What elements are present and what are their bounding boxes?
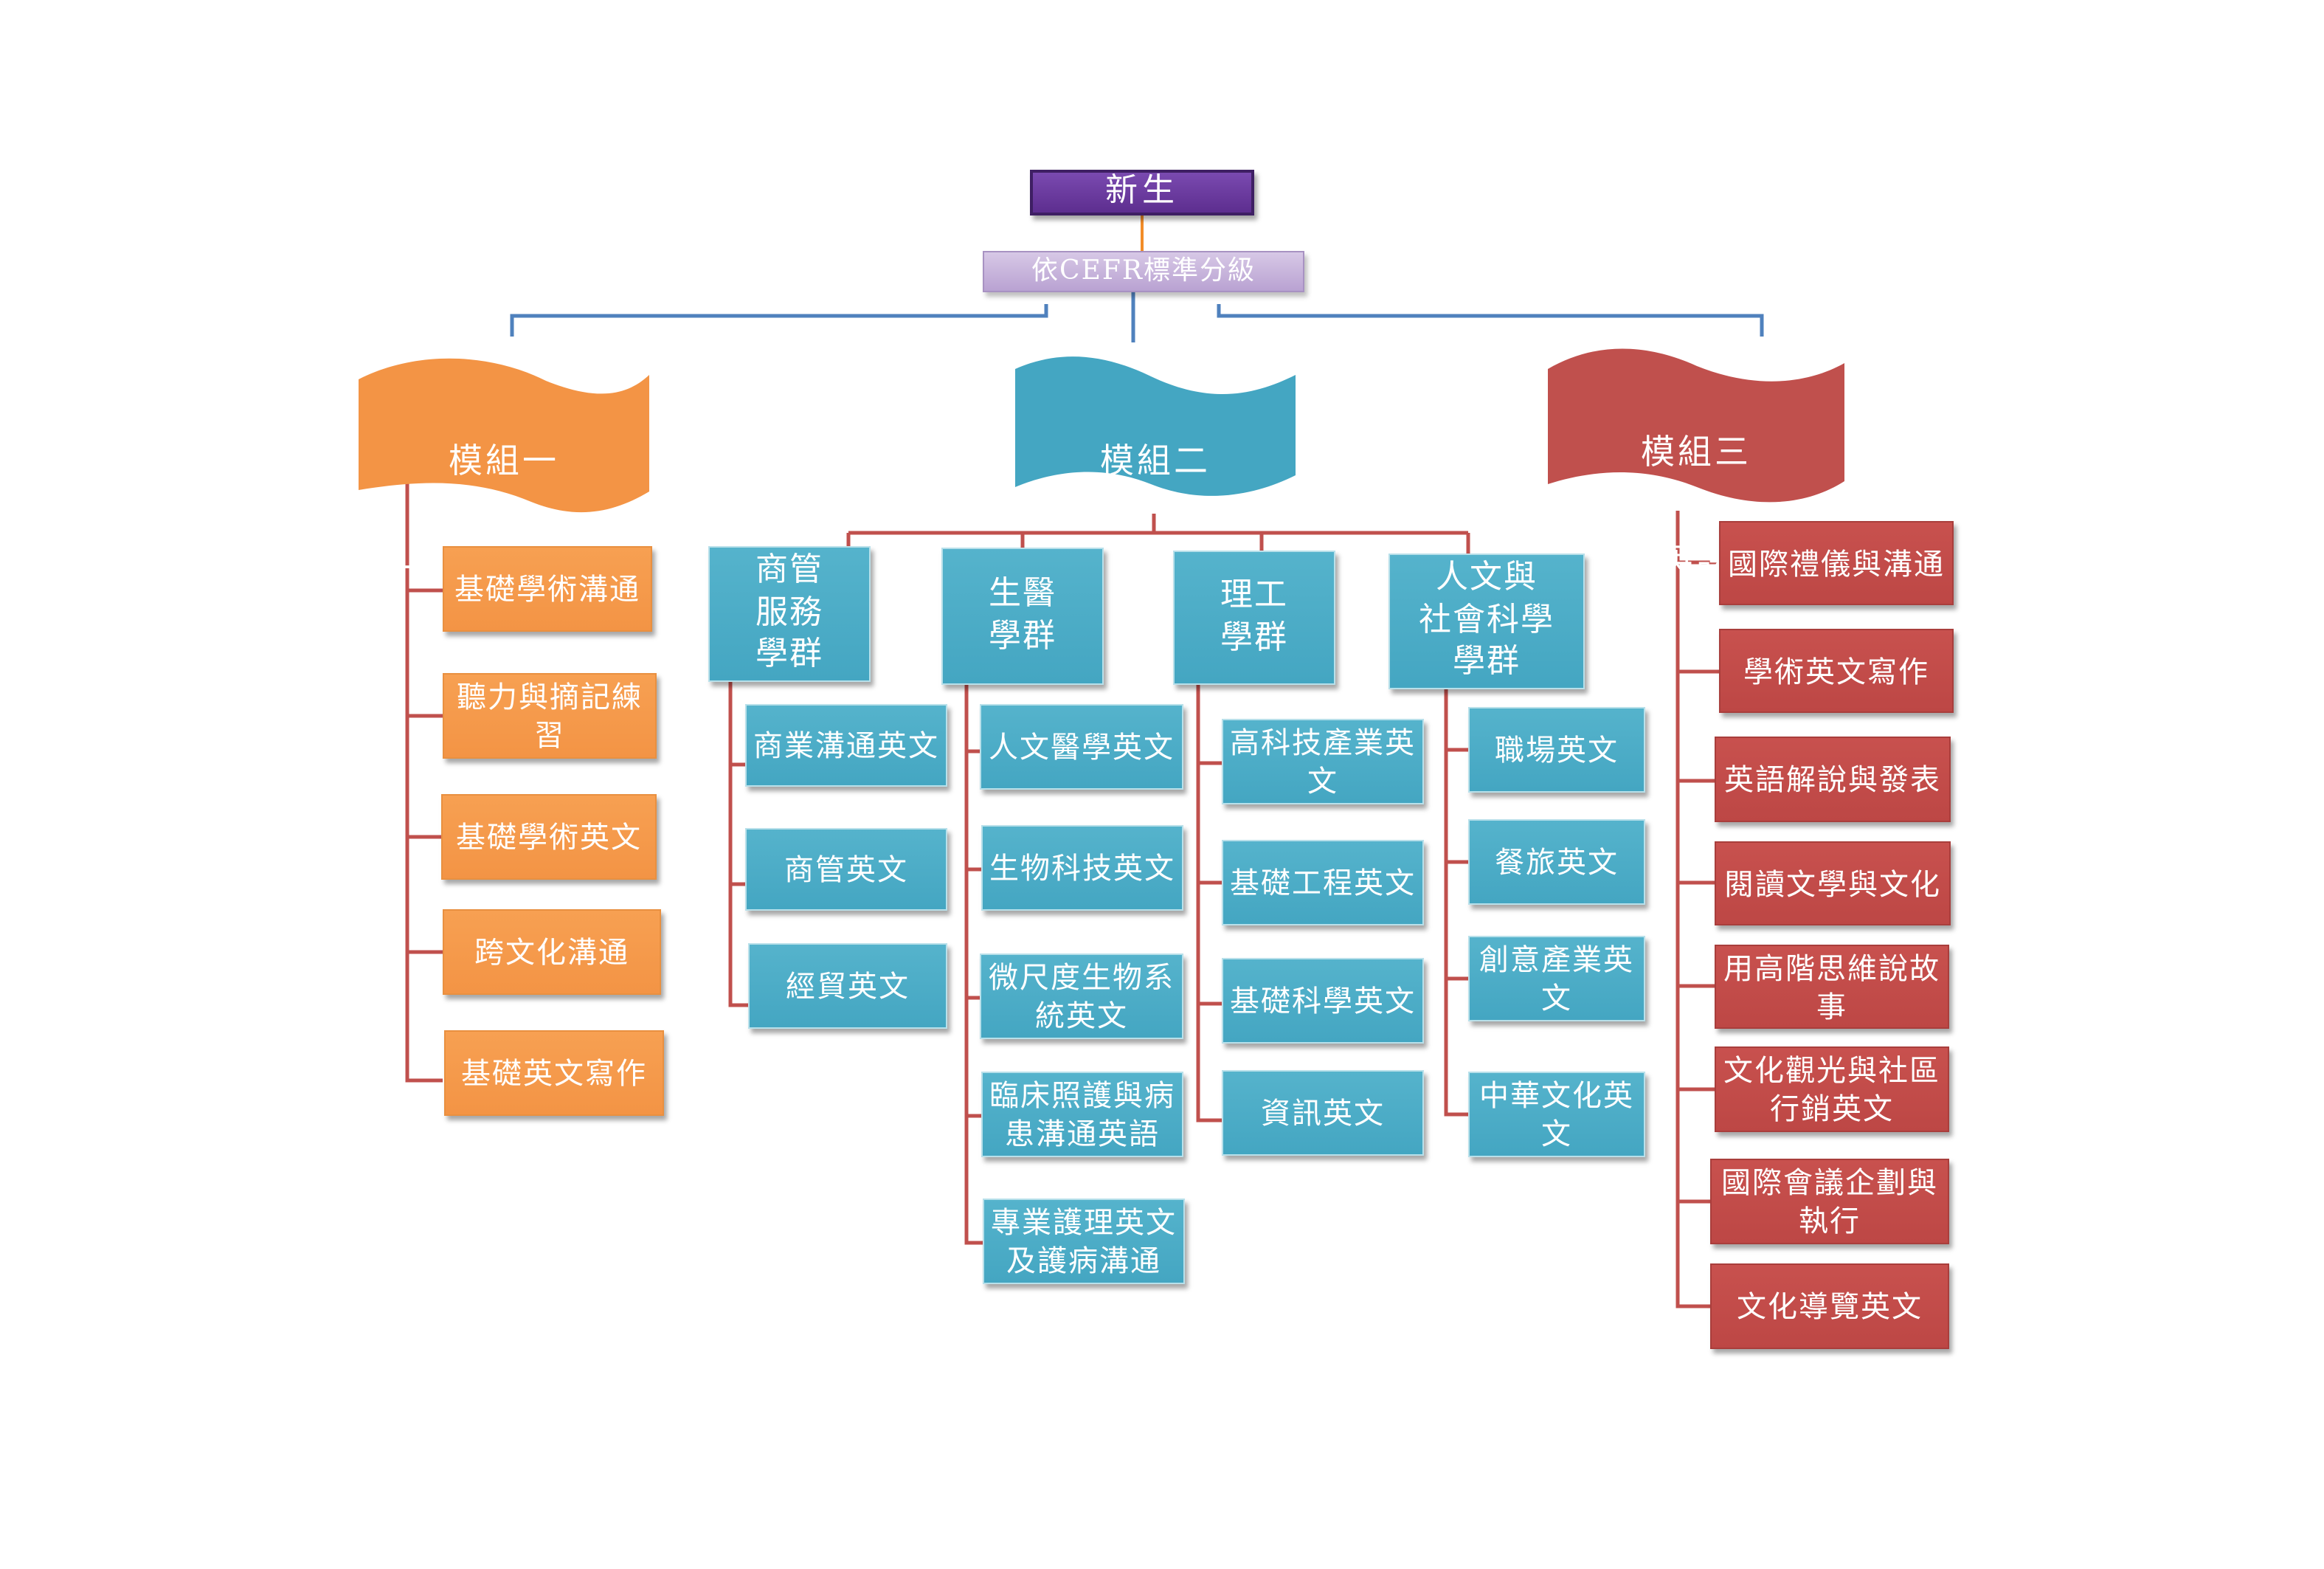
module3-course-box: 文化導覽英文: [1710, 1263, 1949, 1349]
group4-course-box: 中華文化英文: [1468, 1072, 1645, 1157]
group3-course-box: 高科技產業英文: [1222, 719, 1424, 804]
freshman-box: 新生: [1030, 170, 1254, 215]
module1-course-box: 基礎英文寫作: [444, 1030, 664, 1116]
group3-course-label: 基礎科學英文: [1230, 983, 1416, 1018]
cefr-placement-label: 依CEFR標準分級: [1031, 255, 1256, 287]
module3-title: 模組三: [1641, 433, 1751, 472]
module1-course-label: 基礎學術英文: [456, 819, 642, 855]
group4-spine: [1444, 689, 1468, 1117]
group2-course-box: 微尺度生物系 統英文: [980, 954, 1183, 1039]
group3-course-label: 高科技產業英文: [1230, 725, 1416, 799]
module3-course-label: 用高階思維說故事: [1723, 950, 1940, 1024]
module3-course-box: 用高階思維說故事: [1715, 945, 1949, 1029]
module1-spine: [405, 481, 443, 1083]
module2-title: 模組二: [1100, 442, 1211, 481]
module3-spine: [1675, 511, 1712, 1308]
cefr-placement-box: 依CEFR標準分級: [983, 251, 1304, 292]
group4-course-box: 餐旅英文: [1468, 819, 1645, 905]
group1-course-label: 經貿英文: [786, 968, 910, 1004]
module1-connector: [510, 304, 1048, 337]
module1-course-box: 基礎學術溝通: [443, 546, 652, 632]
group4-course-label: 創意產業英文: [1479, 942, 1634, 1015]
freshman-label: 新生: [1104, 173, 1179, 210]
group-label: 理工 學群: [1220, 576, 1288, 656]
group-header-business: 商管 服務 學群: [708, 546, 871, 682]
group-header-science-engineering: 理工 學群: [1173, 551, 1335, 685]
group2-course-label: 專業護理英文 及護病溝通: [991, 1204, 1177, 1278]
group4-course-box: 創意產業英文: [1468, 936, 1645, 1021]
module3-course-label: 閱讀文學與文化: [1724, 866, 1941, 901]
group2-course-box: 臨床照護與病 患溝通英語: [981, 1072, 1183, 1157]
group2-course-box: 人文醫學英文: [980, 704, 1183, 790]
module3-banner: [1548, 348, 1844, 503]
module3-course-label: 英語解說與發表: [1724, 762, 1941, 797]
module1-course-box: 跨文化溝通: [443, 909, 661, 995]
group4-course-box: 職場英文: [1468, 707, 1645, 793]
group3-course-box: 資訊英文: [1222, 1070, 1424, 1156]
module1-course-box: 聽力與摘記練習: [443, 673, 657, 759]
group-label: 生醫 學群: [988, 575, 1056, 655]
module3-course-box: 閱讀文學與文化: [1715, 841, 1951, 925]
module3-course-label: 文化觀光與社區 行銷英文: [1723, 1052, 1940, 1126]
module2-banner: [1015, 356, 1296, 496]
group-header-humanities-social: 人文與 社會科學 學群: [1388, 554, 1585, 689]
group3-course-box: 基礎工程英文: [1222, 840, 1424, 925]
group3-course-label: 基礎工程英文: [1230, 865, 1416, 900]
module1-course-label: 基礎學術溝通: [454, 571, 640, 607]
group2-course-box: 專業護理英文 及護病溝通: [983, 1199, 1185, 1284]
module1-course-label: 跨文化溝通: [474, 934, 629, 970]
module3-connector: [1217, 304, 1764, 337]
group1-course-box: 商業溝通英文: [745, 704, 947, 787]
group1-course-label: 商管英文: [784, 852, 908, 887]
module3-course-box: 文化觀光與社區 行銷英文: [1715, 1046, 1949, 1132]
module3-course-label: 文化導覽英文: [1737, 1289, 1923, 1324]
module3-course-box: 學術英文寫作: [1719, 629, 1954, 713]
module1-course-label: 聽力與摘記練習: [457, 679, 643, 753]
module1-course-box: 基礎學術英文: [441, 794, 657, 880]
group1-spine: [728, 682, 748, 1007]
group1-course-label: 商業溝通英文: [753, 728, 939, 763]
group4-course-label: 中華文化英文: [1479, 1077, 1634, 1151]
group-header-biomedical: 生醫 學群: [941, 548, 1104, 685]
group1-course-box: 商管英文: [745, 828, 947, 911]
module3-course-box: 國際會議企劃與 執行: [1710, 1159, 1949, 1244]
module1-title: 模組一: [449, 442, 559, 481]
module3-course-box: 英語解說與發表: [1715, 737, 1951, 822]
module3-course-box: 國際禮儀與溝通: [1719, 521, 1954, 605]
module3-course-label: 國際禮儀與溝通: [1728, 545, 1945, 581]
group4-course-label: 職場英文: [1495, 732, 1619, 768]
group-label: 商管 服務 學群: [755, 552, 823, 674]
group3-spine: [1196, 685, 1222, 1123]
group3-course-box: 基礎科學英文: [1222, 958, 1424, 1044]
module3-course-label: 學術英文寫作: [1743, 653, 1929, 689]
group3-course-label: 資訊英文: [1261, 1095, 1385, 1131]
module1-course-label: 基礎英文寫作: [461, 1055, 647, 1091]
module1-banner: [359, 358, 649, 513]
group4-course-label: 餐旅英文: [1495, 844, 1619, 880]
group2-course-box: 生物科技英文: [981, 825, 1183, 911]
module3-course-label: 國際會議企劃與 執行: [1721, 1165, 1938, 1238]
group2-course-label: 人文醫學英文: [989, 729, 1175, 765]
group1-course-box: 經貿英文: [748, 943, 947, 1029]
group2-course-label: 微尺度生物系 統英文: [989, 959, 1175, 1033]
group2-course-label: 生物科技英文: [989, 850, 1175, 886]
group-label: 人文與 社會科學 學群: [1418, 559, 1554, 681]
group2-course-label: 臨床照護與病 患溝通英語: [989, 1077, 1175, 1151]
